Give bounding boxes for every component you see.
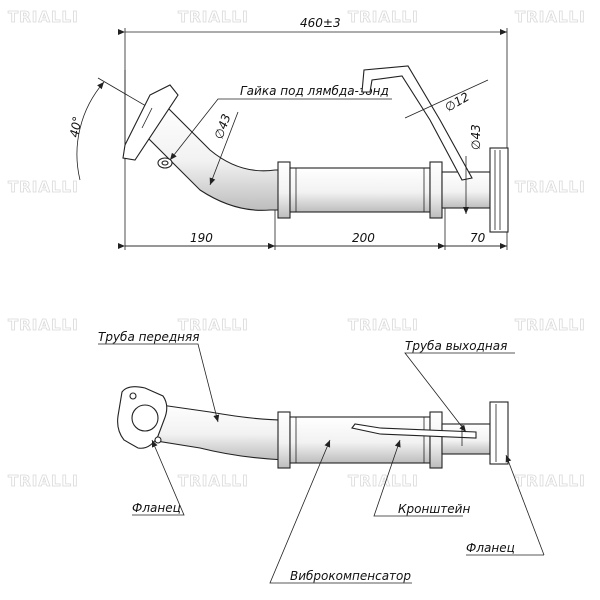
segment-190-label: 190 xyxy=(190,231,213,245)
bottom-view: Труба передняя Труба выходная Фланец Кро… xyxy=(98,330,545,584)
left-flange-top xyxy=(122,84,179,161)
watermark: TRIALLI xyxy=(515,472,586,490)
watermark: TRIALLI xyxy=(515,8,586,26)
flex-label: Виброкомпенсатор xyxy=(290,569,411,583)
front-pipe-label: Труба передняя xyxy=(98,330,199,344)
outlet-pipe-label: Труба выходная xyxy=(405,339,507,353)
watermark: TRIALLI xyxy=(178,8,249,26)
overall-length-label: 460±3 xyxy=(300,16,341,30)
watermark: TRIALLI xyxy=(8,316,79,334)
watermark: TRIALLI xyxy=(515,178,586,196)
angle-label: 40° xyxy=(67,115,84,138)
bracket-top xyxy=(361,65,473,181)
watermark: TRIALLI xyxy=(348,8,419,26)
diameter-left-label: ∅43 xyxy=(212,112,234,141)
right-flange-bottom xyxy=(489,401,509,465)
watermark-group: TRIALLI TRIALLI TRIALLI TRIALLI TRIALLI … xyxy=(8,8,586,491)
bracket-bottom xyxy=(351,423,477,439)
left-flange-bottom xyxy=(117,386,168,449)
segment-dimensions: 190 200 70 xyxy=(118,195,507,250)
segment-200-label: 200 xyxy=(352,231,375,245)
overall-dimension: 460±3 xyxy=(118,16,508,250)
right-flange-top xyxy=(489,147,509,233)
flange-left-label: Фланец xyxy=(132,501,181,515)
lambda-nut-label: Гайка под лямбда-зонд xyxy=(240,84,389,98)
lambda-nut xyxy=(157,157,173,169)
watermark: TRIALLI xyxy=(8,8,79,26)
flange-right-label: Фланец xyxy=(466,541,515,555)
diameter-right-label: ∅43 xyxy=(469,124,483,150)
watermark: TRIALLI xyxy=(178,472,249,490)
diameter-bracket-label: ∅12 xyxy=(443,90,472,115)
outlet-pipe-bottom xyxy=(441,423,491,455)
watermark: TRIALLI xyxy=(8,178,79,196)
top-view: 460±3 190 200 70 40° xyxy=(67,16,509,250)
watermark: TRIALLI xyxy=(348,316,419,334)
watermark: TRIALLI xyxy=(348,472,419,490)
watermark: TRIALLI xyxy=(178,316,249,334)
flex-top xyxy=(277,161,443,219)
flex-bottom xyxy=(277,411,443,469)
bracket-label: Кронштейн xyxy=(398,502,470,516)
watermark: TRIALLI xyxy=(8,472,79,490)
segment-70-label: 70 xyxy=(470,231,486,245)
watermark: TRIALLI xyxy=(515,316,586,334)
